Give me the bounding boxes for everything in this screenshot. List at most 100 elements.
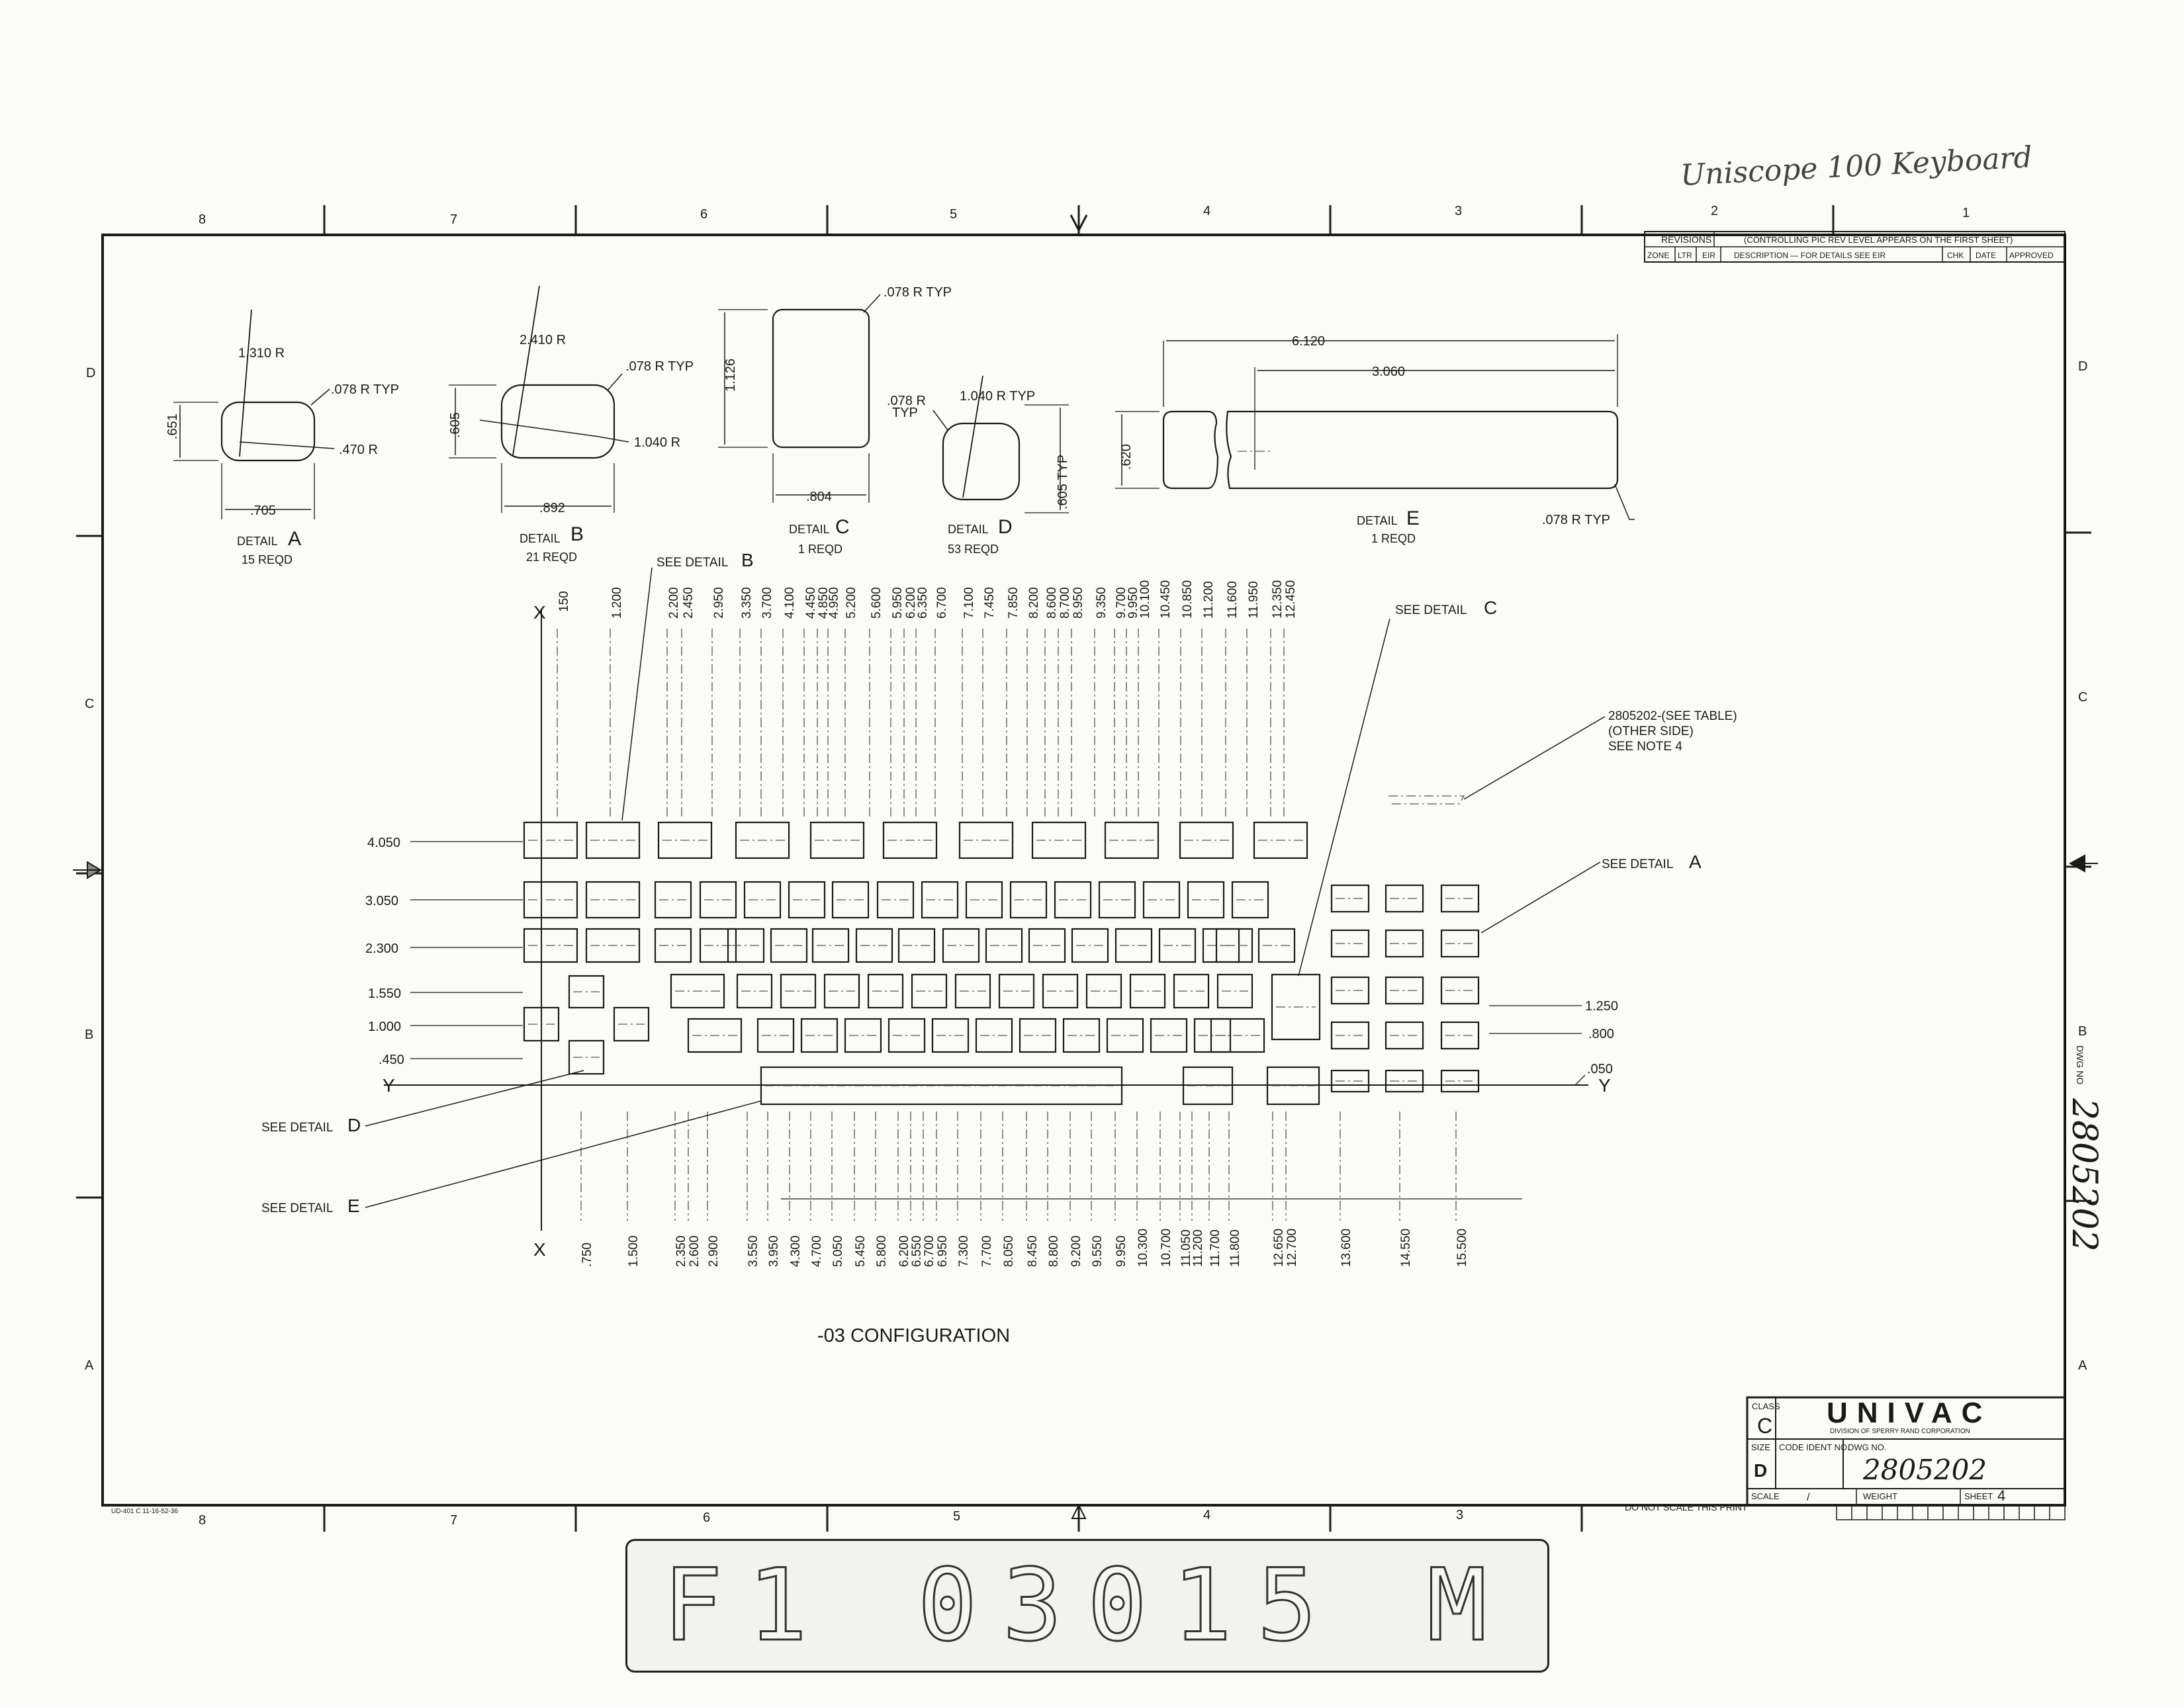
company-logo: UNIVAC xyxy=(1827,1397,1991,1429)
keycap xyxy=(800,1018,839,1053)
top-dim: 150 xyxy=(557,591,571,612)
callout-see-detail-c-letter: C xyxy=(1484,597,1497,618)
keycap xyxy=(921,881,959,919)
bottom-dim: 6.200 xyxy=(897,1235,911,1267)
zone-col-6-bottom: 6 xyxy=(703,1510,710,1525)
bottom-dim: 6.550 xyxy=(910,1235,924,1267)
detail-a-letter: A xyxy=(288,528,301,550)
detail-c-dim-corner: .078 R TYP xyxy=(884,285,952,300)
drawing-border xyxy=(101,234,2066,1507)
sheet-label: SHEET xyxy=(1964,1491,1993,1501)
bottom-dim: 7.700 xyxy=(980,1235,994,1267)
callout-see-detail-b-letter: B xyxy=(741,550,754,570)
keycap xyxy=(855,928,893,963)
top-dim: 2.450 xyxy=(682,587,696,619)
keycap xyxy=(1009,881,1048,919)
zone-col-2: 2 xyxy=(1711,204,1718,218)
zone-row-b: B xyxy=(85,1028,93,1042)
top-dim: 11.600 xyxy=(1226,581,1240,619)
keycap xyxy=(876,881,915,919)
bottom-dim: 11.050 xyxy=(1179,1229,1193,1267)
axis-x-top: X xyxy=(533,602,546,623)
detail-b-dim-width: .892 xyxy=(539,501,565,515)
zone-col-4-bottom: 4 xyxy=(1203,1508,1210,1522)
keycap xyxy=(1115,928,1153,963)
bottom-dim: 4.700 xyxy=(810,1235,824,1267)
keycap-wide xyxy=(1266,1066,1320,1106)
zone-col-8: 8 xyxy=(199,212,206,227)
top-dim: 4.850 xyxy=(817,587,831,619)
keycap-wide xyxy=(809,821,865,859)
top-dim: 10.450 xyxy=(1159,580,1173,619)
bottom-dim: 12.700 xyxy=(1285,1229,1299,1267)
keycap xyxy=(1330,976,1370,1005)
top-dim: 7.100 xyxy=(962,587,976,619)
top-dimension-leaders xyxy=(557,629,1285,817)
axis-y-right: Y xyxy=(1598,1075,1611,1096)
callout-see-detail-d: SEE DETAIL xyxy=(261,1121,333,1135)
keycap-wide xyxy=(882,821,938,859)
bottom-dim: 5.050 xyxy=(831,1235,845,1267)
keycap xyxy=(1129,973,1166,1009)
detail-a-dim-width: .705 xyxy=(250,503,276,518)
keycap xyxy=(727,928,765,963)
top-dim: 3.350 xyxy=(740,587,754,619)
keycap xyxy=(1330,929,1370,958)
keycap xyxy=(780,973,817,1009)
zone-col-5-bottom: 5 xyxy=(953,1509,960,1524)
keycap-wide xyxy=(1210,1018,1265,1053)
configuration-label: -03 CONFIGURATION xyxy=(817,1325,1010,1346)
keycap xyxy=(887,1018,926,1053)
handwritten-title: Uniscope 100 Keyboard xyxy=(1680,140,2033,193)
class-value: C xyxy=(1757,1414,1772,1438)
top-dim: 11.950 xyxy=(1247,581,1261,619)
keycap xyxy=(1231,881,1269,919)
detail-b-dim-height: .605 xyxy=(448,412,463,438)
detail-d-qty: 53 REQD xyxy=(948,543,999,556)
bottom-dim: 4.300 xyxy=(789,1235,803,1267)
keycap xyxy=(1215,928,1253,963)
do-not-scale-notice: DO NOT SCALE THIS PRINT xyxy=(1625,1502,1748,1512)
keycap xyxy=(568,1039,605,1075)
rev-col-zone: ZONE xyxy=(1647,251,1669,260)
keycap xyxy=(788,881,826,919)
keycap xyxy=(998,973,1035,1009)
detail-b-dim-corner: .078 R TYP xyxy=(625,359,694,374)
keycap xyxy=(1085,973,1122,1009)
size-value: D xyxy=(1754,1460,1767,1481)
keycap xyxy=(1385,884,1424,913)
bottom-dim: .750 xyxy=(580,1243,594,1267)
zone-row-a-right: A xyxy=(2078,1358,2087,1373)
top-dim: 5.950 xyxy=(891,587,905,619)
keycap xyxy=(1071,928,1109,963)
keycap xyxy=(1385,1069,1424,1093)
keycap xyxy=(1042,973,1079,1009)
callout-see-detail-e-letter: E xyxy=(347,1196,360,1216)
keycap xyxy=(736,973,773,1009)
detail-d-dim-size: .605 TYP xyxy=(1056,455,1070,509)
rev-col-date: DATE xyxy=(1976,251,1996,260)
detail-b: 2.410 R .078 R TYP 1.040 R .605 .892 DET… xyxy=(448,285,694,564)
keycap-wide xyxy=(657,821,713,859)
rev-col-approved: APPROVED xyxy=(2009,251,2054,260)
detail-d-dim-corner: .078 R xyxy=(887,394,926,408)
top-dim: 4.100 xyxy=(783,587,797,619)
bottom-dim: 12.650 xyxy=(1272,1229,1286,1267)
keycap xyxy=(1150,1018,1188,1053)
top-dim: 6.700 xyxy=(935,587,949,619)
detail-b-dim-radius-large: 2.410 R xyxy=(520,333,566,347)
detail-a-dim-radius-small: .470 R xyxy=(339,443,378,457)
keycap xyxy=(1385,929,1424,958)
bottom-dim: 10.700 xyxy=(1160,1229,1173,1267)
detail-e: 6.120 3.060 .620 .078 R TYP DETAIL E 1 R… xyxy=(1115,334,1635,545)
revisions-title: REVISIONS xyxy=(1661,234,1711,245)
callouts: SEE DETAIL B SEE DETAIL C SEE DETAIL A S… xyxy=(261,550,1737,1216)
row-dim: 3.050 xyxy=(365,894,398,908)
datum-lines: X X Y Y xyxy=(383,602,1611,1260)
detail-e-letter: E xyxy=(1406,507,1420,529)
part-reference-line-3: SEE NOTE 4 xyxy=(1608,740,1682,754)
keycap xyxy=(844,1018,882,1053)
keycap xyxy=(613,1006,650,1042)
bottom-dim: 5.800 xyxy=(875,1235,889,1267)
keycap xyxy=(1142,881,1181,919)
